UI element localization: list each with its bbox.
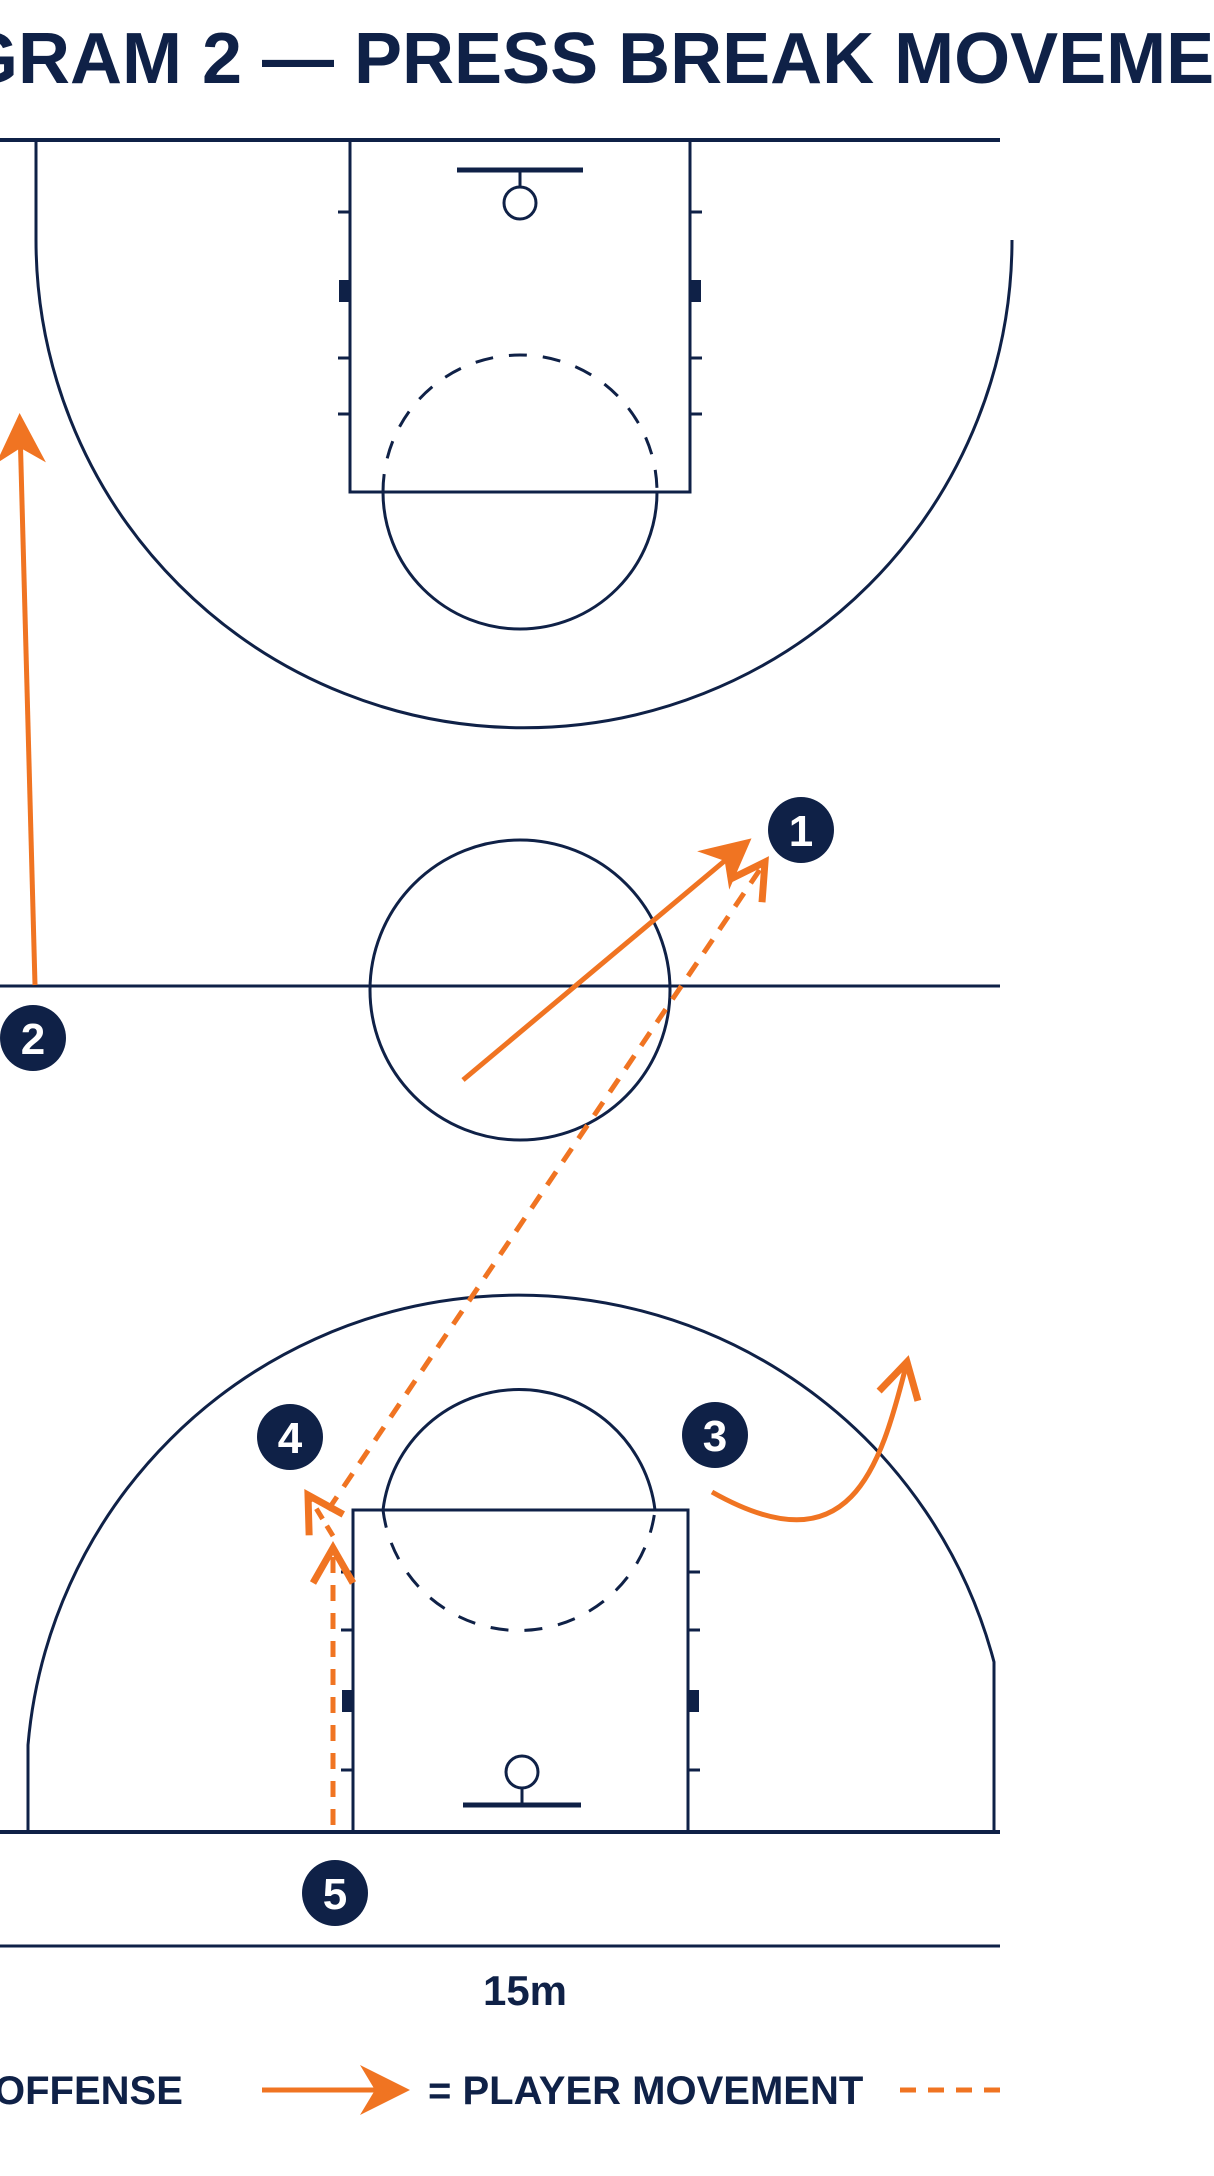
pass-to-player-4 — [304, 1488, 345, 1538]
bottom-free-throw-circle-dashed — [381, 1509, 657, 1632]
top-free-throw-circle-dashed — [381, 353, 659, 493]
player-2: 2 — [0, 1005, 66, 1071]
pass-to-player-1 — [325, 856, 769, 1512]
bottom-half-court — [0, 1293, 1000, 1834]
top-rim — [502, 185, 538, 221]
svg-text:1: 1 — [789, 807, 813, 856]
svg-text:3: 3 — [703, 1412, 727, 1461]
dimension-label: 15m — [483, 1967, 567, 2014]
center-court — [0, 838, 1000, 1142]
center-circle — [368, 838, 672, 1142]
svg-text:4: 4 — [278, 1414, 303, 1463]
court-diagram: 15m 1 2 3 4 5 OFFENSE = PLAYER MOVEMENT — [0, 138, 1014, 2115]
title-bar: GRAM 2 — PRESS BREAK MOVEME — [0, 0, 1214, 138]
player-1: 1 — [768, 797, 834, 863]
lane-block — [342, 1690, 353, 1712]
lane-block — [690, 280, 701, 302]
player-5: 5 — [302, 1860, 368, 1926]
legend-movement-label: = PLAYER MOVEMENT — [428, 2069, 863, 2113]
top-half-court — [34, 138, 1014, 730]
lane-block — [339, 280, 350, 302]
player-2-cut-arrow — [0, 413, 46, 986]
player-3: 3 — [682, 1402, 748, 1468]
svg-text:2: 2 — [21, 1015, 45, 1064]
player-4: 4 — [257, 1404, 323, 1470]
bottom-three-point-line — [26, 1293, 996, 1832]
top-free-throw-circle-solid — [381, 491, 659, 631]
diagram-title: GRAM 2 — PRESS BREAK MOVEME — [0, 19, 1214, 99]
lane-block — [688, 1690, 699, 1712]
bottom-rim — [504, 1754, 540, 1790]
top-key — [348, 138, 692, 494]
top-three-point-line — [34, 140, 1014, 730]
player-1-cut-arrow — [461, 838, 752, 1082]
player-3-curl-arrow — [710, 1355, 922, 1523]
movement-paths — [0, 413, 922, 1825]
legend-offense-label: OFFENSE — [0, 2069, 183, 2113]
svg-text:5: 5 — [323, 1870, 347, 1919]
bottom-free-throw-circle-solid — [381, 1388, 657, 1511]
legend: OFFENSE = PLAYER MOVEMENT — [0, 2065, 1000, 2115]
bottom-key — [351, 1508, 690, 1834]
